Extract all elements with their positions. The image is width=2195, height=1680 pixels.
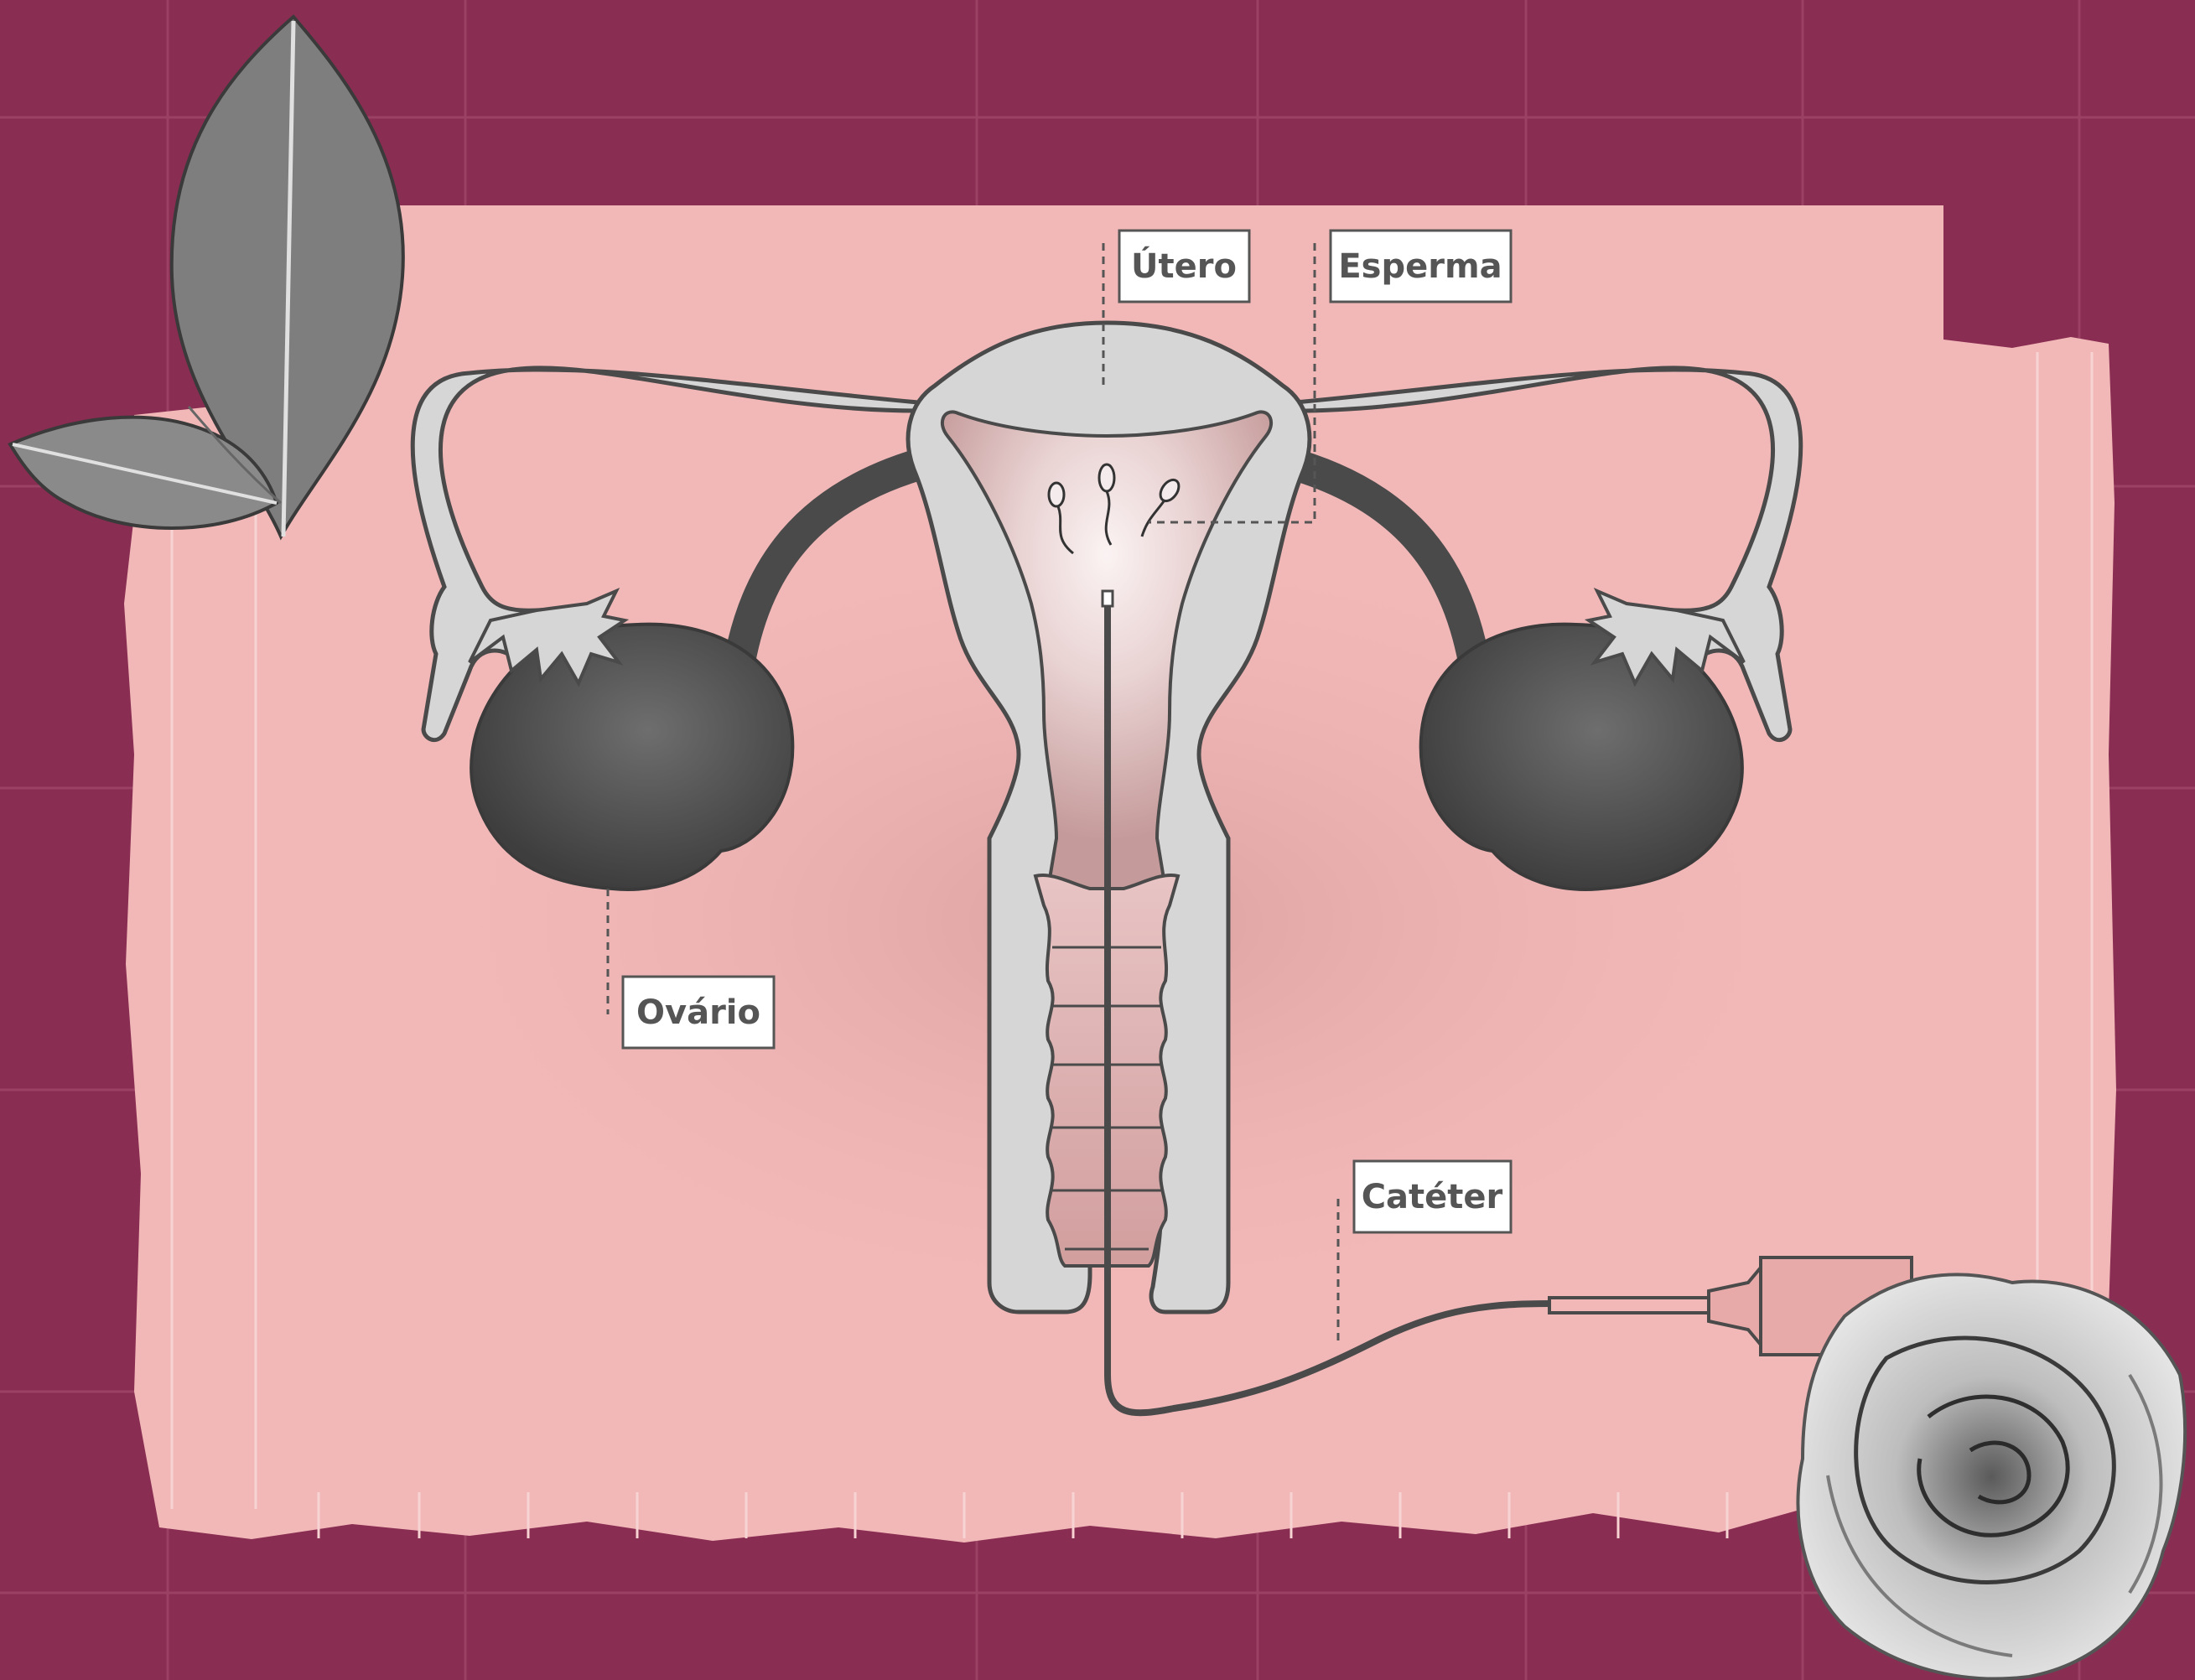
label-utero: Útero: [1119, 231, 1249, 302]
label-ovario: Ovário: [623, 977, 774, 1048]
label-cateter-text: Catéter: [1362, 1178, 1503, 1216]
label-cateter: Catéter: [1354, 1161, 1511, 1232]
rose-icon: [1798, 1274, 2185, 1678]
label-utero-text: Útero: [1131, 246, 1237, 286]
label-ovario-text: Ovário: [636, 993, 760, 1032]
label-esperma: Esperma: [1331, 231, 1511, 302]
label-esperma-text: Esperma: [1338, 247, 1502, 286]
